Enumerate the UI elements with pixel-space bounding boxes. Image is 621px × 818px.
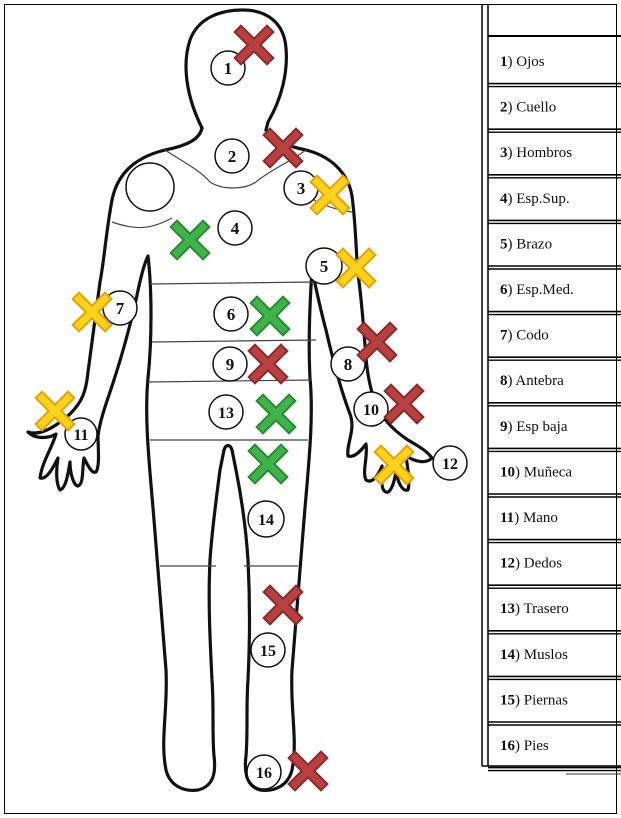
x-mark-mild-region-6 (257, 303, 283, 329)
region-label-number: 11 (73, 427, 88, 444)
legend-row-text: 13) Trasero (500, 601, 569, 617)
region-label-9: 9 (213, 347, 247, 381)
legend-row-text: 6) Esp.Med. (500, 282, 574, 298)
legend-row-10: 10) Muñeca (488, 464, 621, 497)
region-label-number: 16 (256, 765, 272, 782)
region-label-14: 14 (248, 501, 284, 537)
x-mark-severe-region-10 (391, 391, 417, 417)
region-label-number: 2 (228, 147, 237, 166)
region-label-number: 10 (363, 402, 379, 419)
legend-row-6: 6) Esp.Med. (488, 282, 621, 315)
legend-row-text: 10) Muñeca (500, 464, 572, 480)
region-label-number: 14 (258, 512, 274, 529)
legend-row-9: 9) Esp baja (488, 419, 621, 452)
legend-row-text: 3) Hombros (500, 145, 572, 161)
x-mark-moderate-region-11 (42, 398, 68, 424)
legend-row-3: 3) Hombros (488, 145, 621, 178)
region-label-number: 1 (224, 59, 233, 78)
legend-row-1: 1) Ojos (488, 54, 621, 87)
region-label-number: 5 (320, 257, 329, 276)
legend-row-14: 14) Muslos (488, 647, 621, 680)
region-label-6: 6 (214, 297, 248, 331)
legend-row-text: 16) Pies (500, 738, 549, 754)
region-label-13: 13 (209, 395, 243, 429)
legend-row-15: 15) Piernas (488, 692, 621, 725)
x-mark-severe-region-8 (364, 329, 390, 355)
shoulder-joint-circle (126, 163, 174, 211)
x-mark-severe-region-15 (270, 592, 296, 618)
legend-row-text: 8) Antebra (500, 373, 564, 389)
region-label-number: 15 (260, 643, 276, 660)
legend-row-text: 7) Codo (500, 328, 549, 344)
region-label-number: 9 (226, 355, 235, 374)
region-label-number: 4 (231, 219, 240, 238)
region-label-15: 15 (251, 633, 285, 667)
region-label-number: 8 (344, 355, 353, 374)
legend-row-11: 11) Mano (488, 510, 621, 543)
x-mark-moderate-region-3 (317, 182, 343, 208)
x-mark-severe-region-16 (295, 758, 321, 784)
legend-row-text: 11) Mano (500, 510, 558, 526)
x-mark-mild-region-4 (177, 227, 203, 253)
legend-row-7: 7) Codo (488, 328, 621, 361)
region-label-number: 13 (218, 405, 234, 422)
region-label-number: 12 (442, 456, 458, 473)
region-label-3: 3 (284, 171, 318, 205)
legend-row-text: 1) Ojos (500, 54, 545, 70)
x-mark-severe-region-9 (255, 351, 281, 377)
legend-row-text: 5) Brazo (500, 236, 552, 252)
legend-row-text: 9) Esp baja (500, 419, 568, 435)
region-label-number: 3 (297, 179, 306, 198)
region-label-number: 7 (116, 299, 125, 318)
legend-row-text: 2) Cuello (500, 100, 556, 116)
legend-row-8: 8) Antebra (488, 373, 621, 406)
legend-row-4: 4) Esp.Sup. (488, 191, 621, 224)
legend-row-text: 4) Esp.Sup. (500, 191, 570, 207)
region-label-4: 4 (218, 211, 252, 245)
x-mark-mild-region-14 (255, 451, 281, 477)
legend-row-13: 13) Trasero (488, 601, 621, 634)
region-label-16: 16 (247, 755, 281, 789)
region-label-5: 5 (306, 248, 342, 284)
region-label-number: 6 (227, 305, 236, 324)
legend-row-12: 12) Dedos (488, 556, 621, 589)
x-mark-moderate-region-7 (79, 299, 105, 325)
region-label-12: 12 (433, 446, 467, 480)
legend-row-text: 12) Dedos (500, 556, 562, 572)
legend-row-text: 15) Piernas (500, 692, 568, 708)
x-mark-mild-region-13 (263, 401, 289, 427)
legend-row-text: 14) Muslos (500, 647, 568, 663)
legend-row-5: 5) Brazo (488, 236, 621, 269)
legend-row-2: 2) Cuello (488, 100, 621, 133)
region-label-2: 2 (215, 139, 249, 173)
x-mark-severe-region-1 (241, 32, 267, 58)
legend-table: 1) Ojos 2) Cuello 3) Hombros 4) Esp.Sup. 5) … (482, 4, 621, 774)
region-label-10: 10 (354, 392, 388, 426)
